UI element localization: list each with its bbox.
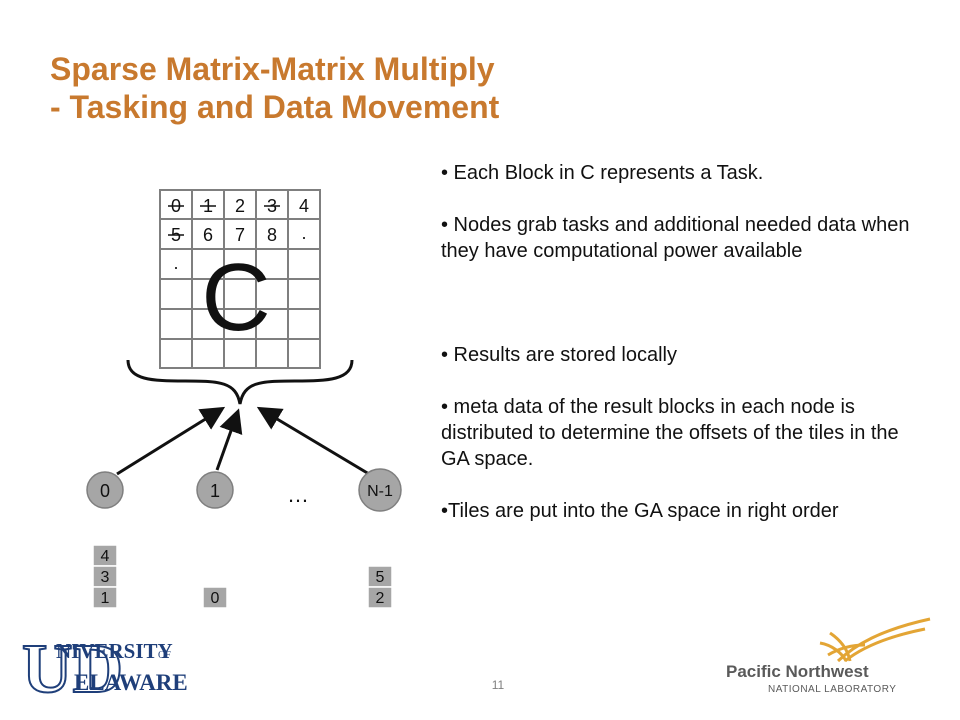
matrix-brace — [126, 359, 354, 405]
ud-logo-of: OF — [158, 650, 171, 661]
university-of-delaware-logo: UD NIVERSITY OF ELAWARE — [22, 630, 188, 700]
matrix-cell-label: . — [301, 223, 306, 243]
node-1: 1 — [196, 471, 234, 509]
matrix-c-grid — [159, 189, 321, 369]
bullet-item: • Results are stored locally — [441, 344, 677, 366]
node-block-stacks: 4 3 1 0 5 2 — [92, 544, 393, 609]
page-number: 11 — [492, 678, 505, 692]
ud-logo-line2: ELAWARE — [74, 670, 188, 695]
title-line-1: Sparse Matrix-Matrix Multiply — [50, 51, 495, 87]
node-block-label: 4 — [101, 548, 110, 565]
node-block — [367, 586, 393, 609]
matrix-cell-label: . — [173, 253, 178, 273]
bullet-item: • meta data of the result blocks in each… — [441, 396, 899, 470]
matrix-cell-label: 4 — [299, 196, 309, 216]
matrix-cell-label: 2 — [235, 196, 245, 216]
node-block-label: 5 — [376, 569, 385, 586]
pnnl-logo-line2: NATIONAL LABORATORY — [768, 684, 896, 695]
pnnl-mark-icon — [819, 617, 931, 663]
node-1-label: 1 — [210, 481, 220, 501]
arrow-node-n-1 — [256, 406, 370, 476]
node-block — [92, 586, 118, 609]
node-n-1-label: N-1 — [367, 483, 393, 500]
pnnl-logo-line1: Pacific Northwest — [726, 662, 869, 681]
ud-logo-line1: NIVERSITY — [56, 639, 173, 663]
matrix-cell-label: 7 — [235, 225, 245, 245]
matrix-c-label: C — [201, 244, 270, 351]
ud-logo-letters: UD — [22, 631, 123, 700]
bullet-list: • Each Block in C represents a Task. • N… — [441, 160, 931, 524]
node-block-label: 3 — [101, 569, 110, 586]
matrix-cell-label: 6 — [203, 225, 213, 245]
nodes-ellipsis: … — [287, 482, 309, 507]
node-block-label: 2 — [376, 590, 385, 607]
node-n-1: N-1 — [358, 468, 402, 512]
bullet-item: • Each Block in C represents a Task. — [441, 162, 764, 184]
bullet-item: • Nodes grab tasks and additional needed… — [441, 214, 910, 262]
node-0: 0 — [86, 471, 124, 509]
slide-title: Sparse Matrix-Matrix Multiply - Tasking … — [50, 50, 499, 126]
node-block — [202, 586, 228, 609]
matrix-cell-label: 8 — [267, 225, 277, 245]
title-line-2: - Tasking and Data Movement — [50, 89, 500, 125]
pnnl-logo: Pacific Northwest NATIONAL LABORATORY — [726, 617, 931, 695]
node-block-label: 0 — [211, 590, 220, 607]
node-0-label: 0 — [100, 481, 110, 501]
arrow-node-1 — [215, 408, 243, 471]
node-block-label: 1 — [101, 590, 110, 607]
bullet-item: •Tiles are put into the GA space in righ… — [441, 500, 839, 522]
arrow-node-0 — [116, 406, 226, 476]
